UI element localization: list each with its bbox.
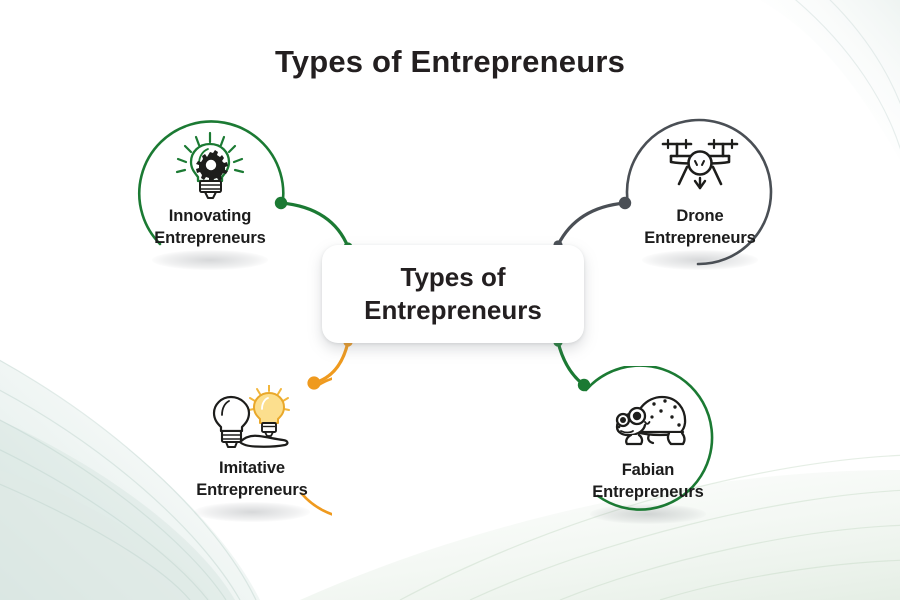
- node-icon-fabian: [568, 384, 728, 456]
- node-label-fabian: Fabian Entrepreneurs: [546, 460, 750, 504]
- node-label-drone: Drone Entrepreneurs: [598, 206, 802, 250]
- node-label-innovating: Innovating Entrepreneurs: [108, 206, 312, 250]
- node-innovating[interactable]: Innovating Entrepreneurs: [130, 112, 290, 272]
- hand-two-bulbs-icon: [212, 385, 290, 448]
- node-icon-imitative: [172, 382, 332, 454]
- node-label-line1: Drone: [676, 207, 724, 225]
- lightbulb-gear-icon: [175, 131, 245, 199]
- node-label-line2: Entrepreneurs: [196, 480, 308, 499]
- drone-icon: [661, 138, 739, 190]
- node-label-line1: Innovating: [168, 207, 252, 225]
- page-title: Types of Entrepreneurs: [274, 44, 626, 79]
- center-node-card[interactable]: Types of Entrepreneurs: [322, 245, 584, 343]
- center-node-line2: Entrepreneurs: [364, 295, 542, 325]
- node-label-imitative: Imitative Entrepreneurs: [150, 458, 354, 502]
- node-icon-innovating: [130, 130, 290, 202]
- node-label-line1: Fabian: [621, 461, 675, 479]
- tortoise-icon: [615, 395, 687, 446]
- center-node-line1: Types of: [400, 261, 506, 292]
- node-label-line1: Imitative: [218, 459, 286, 477]
- node-drone[interactable]: Drone Entrepreneurs: [620, 112, 780, 272]
- node-label-line2: Entrepreneurs: [154, 228, 266, 247]
- node-label-line2: Entrepreneurs: [644, 228, 756, 247]
- node-fabian[interactable]: Fabian Entrepreneurs: [568, 366, 728, 526]
- node-icon-drone: [620, 130, 780, 202]
- node-label-line2: Entrepreneurs: [592, 482, 704, 501]
- node-imitative[interactable]: Imitative Entrepreneurs: [172, 364, 332, 524]
